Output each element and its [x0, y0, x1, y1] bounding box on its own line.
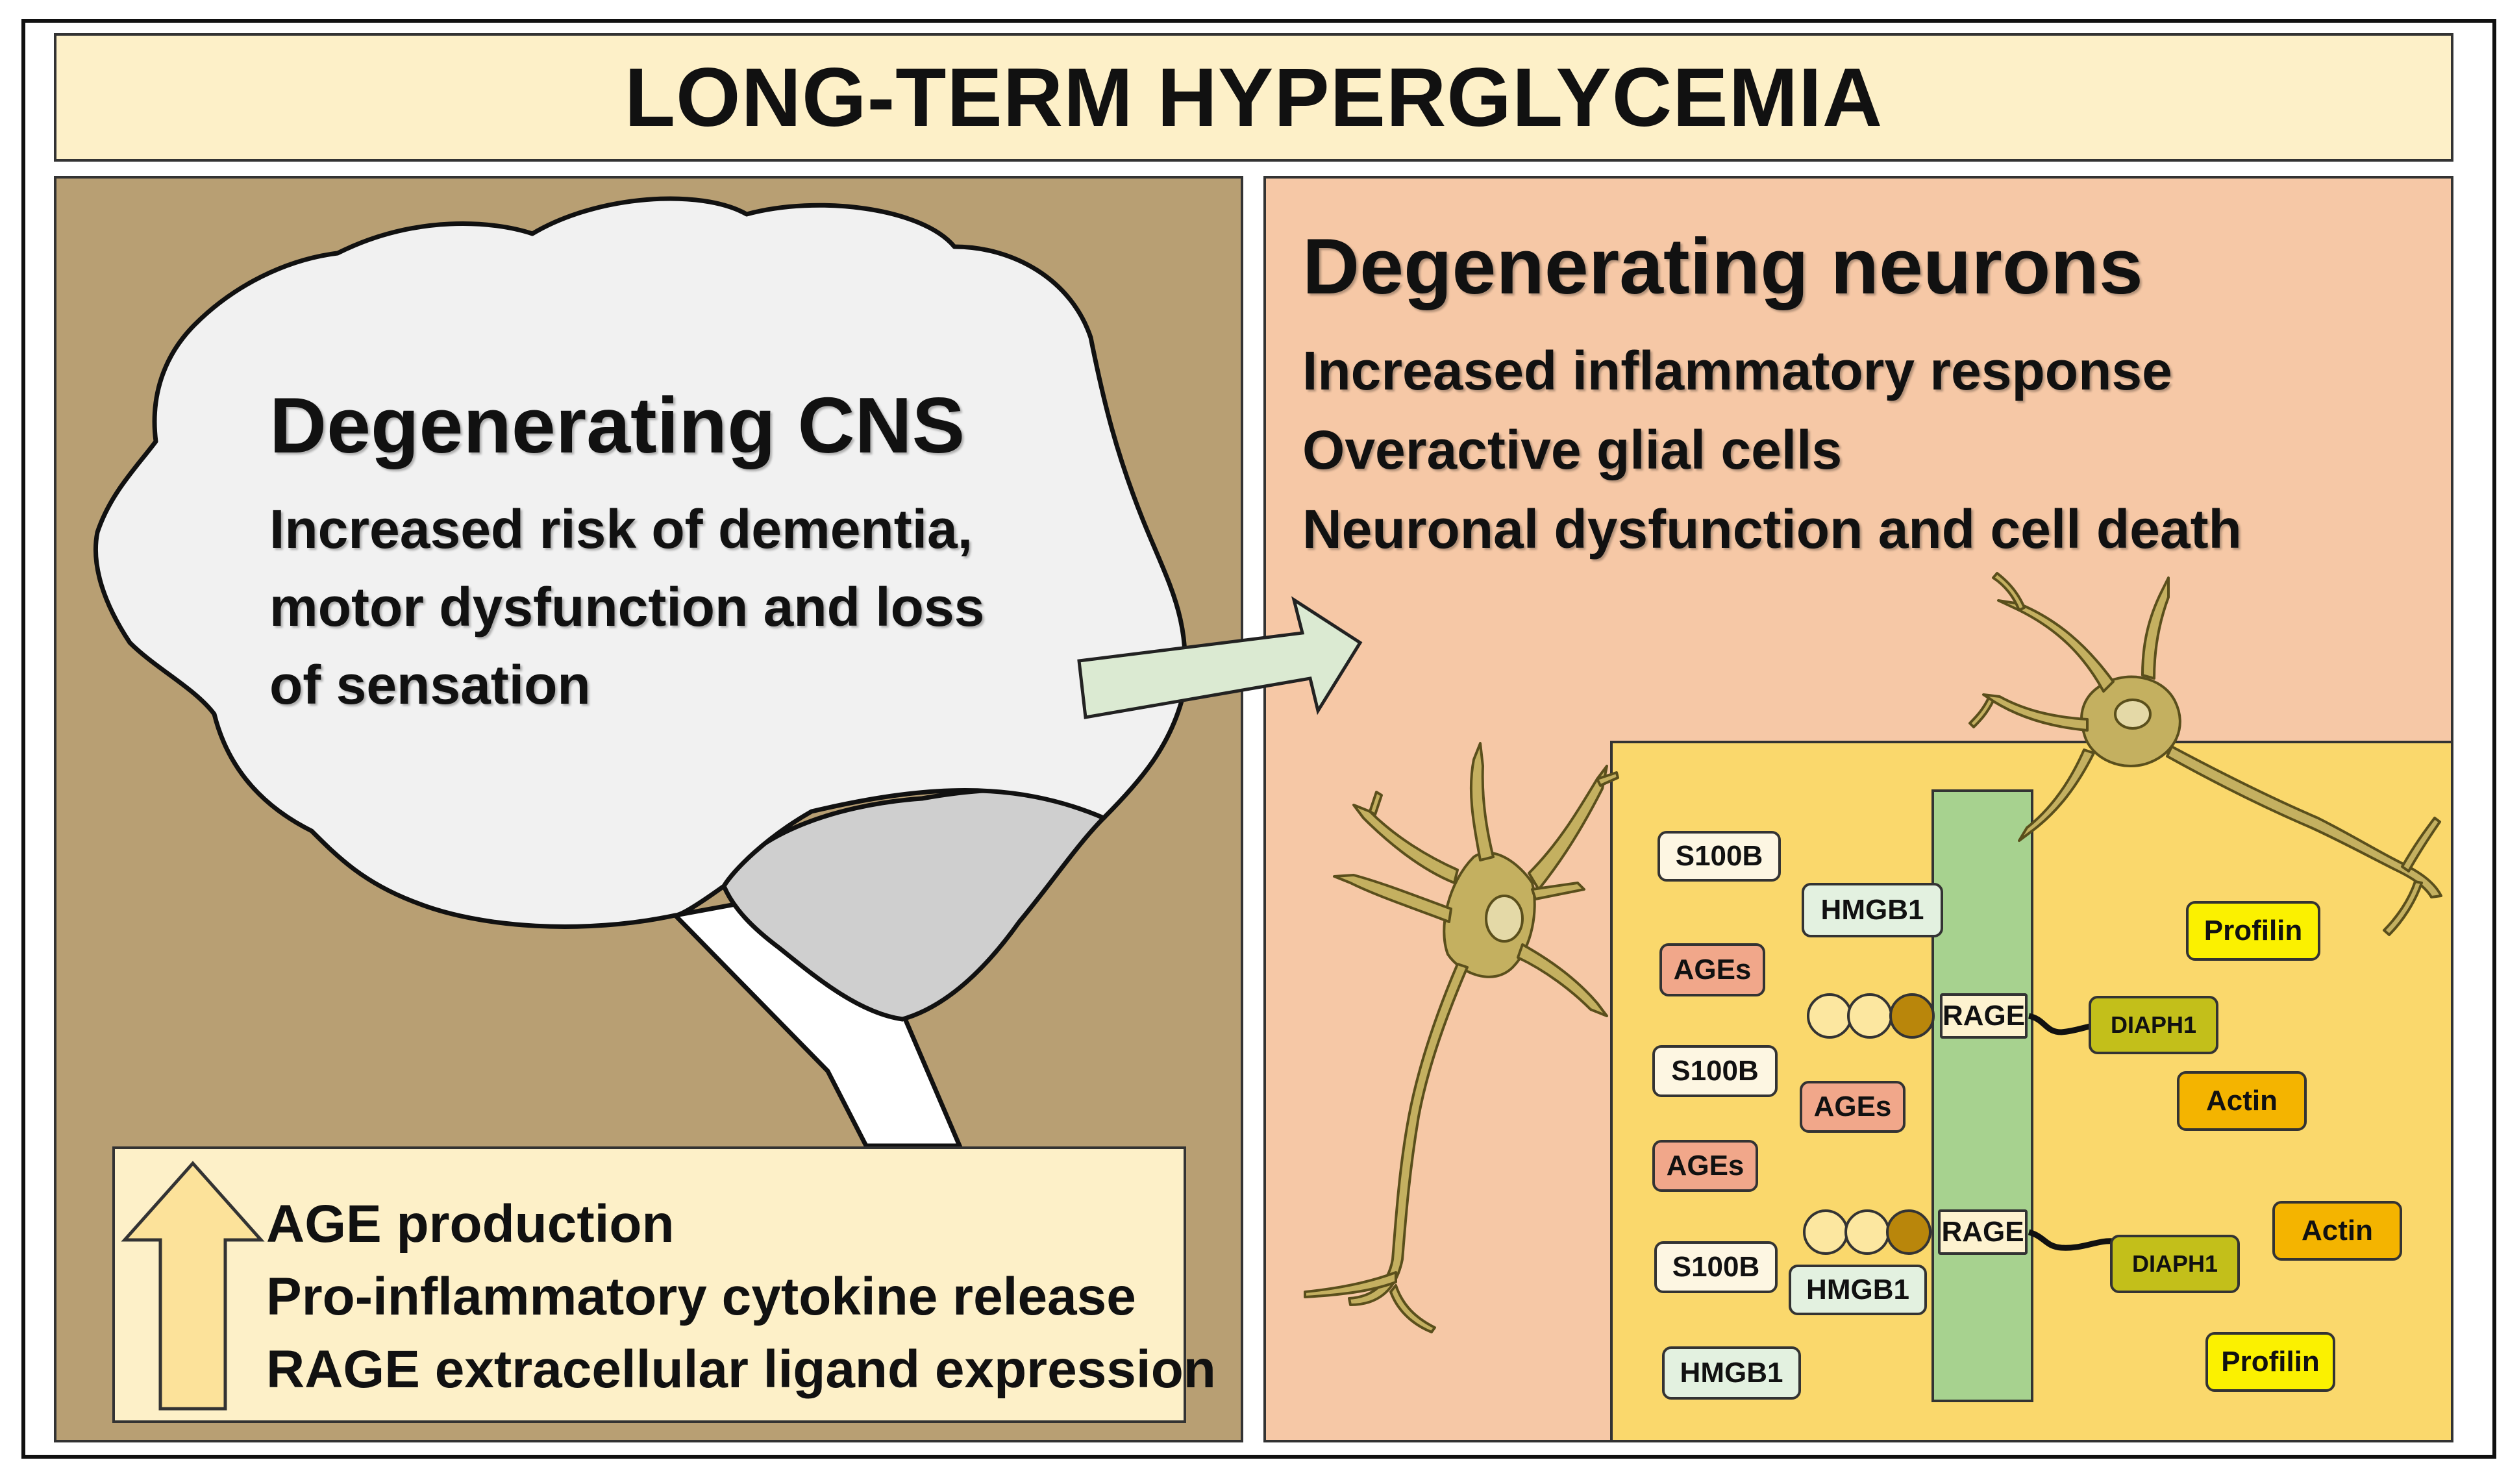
s100b-label: S100B: [1658, 831, 1781, 882]
cns-description: Increased risk of dementia, motor dysfun…: [269, 499, 985, 715]
rage-receptor-1: [1807, 993, 2096, 1039]
diaph1-label: DIAPH1: [2089, 996, 2218, 1054]
profilin-label: Profilin: [2205, 1332, 2335, 1392]
neurons-list: Increased inflammatory response Overacti…: [1302, 331, 2242, 569]
summary-box: [112, 1146, 1186, 1423]
s100b-label: S100B: [1652, 1045, 1778, 1097]
s100b-label: S100B: [1654, 1241, 1778, 1293]
hmgb1-label: HMGB1: [1802, 883, 1943, 937]
up-arrow-icon: [121, 1161, 265, 1411]
rage-receptor-2: [1803, 1209, 2114, 1255]
hmgb1-label: HMGB1: [1789, 1265, 1927, 1315]
neuron-icon: [1968, 572, 2442, 936]
cerebellum: [721, 787, 1107, 1022]
summary-line: RAGE extracellular ligand expression: [266, 1340, 1216, 1399]
cns-heading: Degenerating CNS: [269, 381, 965, 469]
diaph1-label: DIAPH1: [2110, 1235, 2240, 1293]
membrane: [1931, 789, 2033, 1402]
rage-label: RAGE: [1938, 1209, 2028, 1255]
neurons-heading: Degenerating neurons: [1302, 222, 2143, 310]
neuron-icon: [1304, 742, 1619, 1333]
brain-icon: [93, 196, 1187, 929]
summary-list: AGE production Pro-inflammatory cytokine…: [266, 1188, 1216, 1406]
summary-line: Pro-inflammatory cytokine release: [266, 1267, 1136, 1326]
neurons-line: Overactive glial cells: [1302, 419, 1843, 480]
title-bar: [54, 33, 2453, 162]
ages-label: AGEs: [1652, 1140, 1758, 1192]
hmgb1-label: HMGB1: [1662, 1346, 1801, 1400]
summary-line: AGE production: [266, 1194, 675, 1254]
right-arrow-icon: [1077, 596, 1363, 719]
rage-label: RAGE: [1940, 993, 2028, 1039]
ages-label: AGEs: [1659, 943, 1765, 996]
ages-label: AGEs: [1800, 1081, 1906, 1133]
page-title: LONG-TERM HYPERGLYCEMIA: [624, 51, 1883, 144]
neurons-line: Neuronal dysfunction and cell death: [1302, 499, 2242, 560]
actin-label: Actin: [2272, 1201, 2402, 1261]
actin-label: Actin: [2177, 1071, 2307, 1131]
profilin-label: Profilin: [2186, 901, 2320, 961]
neurons-line: Increased inflammatory response: [1302, 340, 2172, 401]
